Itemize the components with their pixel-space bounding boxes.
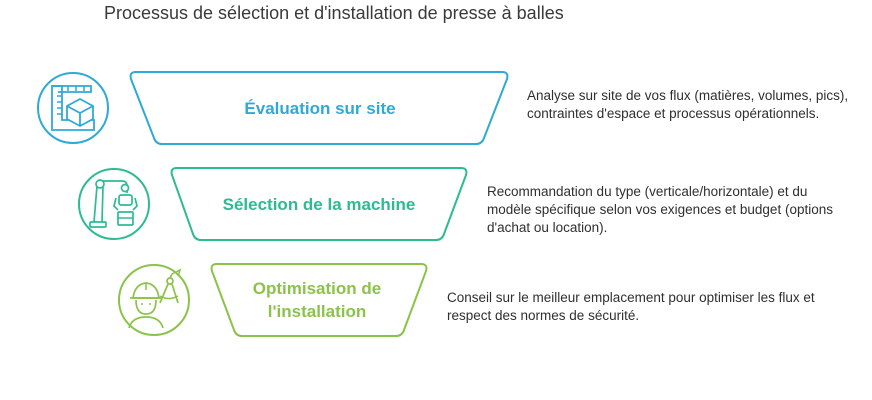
stage-3-label: Optimisation de l'installation [252, 279, 382, 321]
stage-2-shape [170, 167, 468, 241]
stage-3-shape [210, 263, 428, 337]
stage-2-label: Sélection de la machine [222, 194, 416, 214]
engineer-compass-icon [118, 264, 190, 336]
stage-1-shape [129, 71, 509, 145]
stage-1-label: Évaluation sur site [244, 98, 396, 118]
robot-arm-icon [78, 168, 150, 240]
ruler-box-icon [37, 72, 109, 144]
stage-3 [118, 263, 428, 337]
stage-1 [37, 71, 509, 145]
stage-3-description: Conseil sur le meilleur emplacement pour… [447, 290, 815, 323]
stage-1-description: Analyse sur site de vos flux (matières, … [527, 88, 849, 121]
stage-2 [78, 167, 468, 241]
stage-2-description: Recommandation du type (verticale/horizo… [487, 184, 833, 235]
diagram-title: Processus de sélection et d'installation… [104, 3, 564, 23]
